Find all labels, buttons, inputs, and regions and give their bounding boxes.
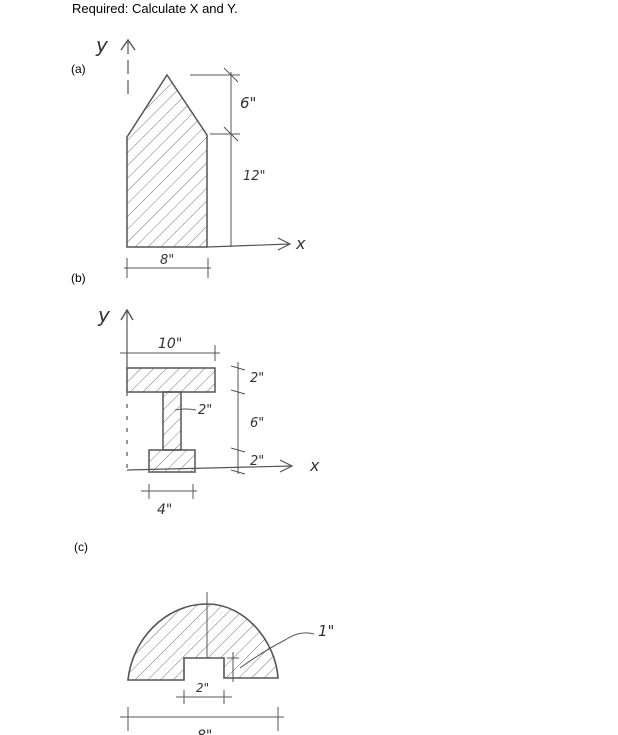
web — [162, 391, 182, 451]
x-axis-arrow-b — [279, 459, 294, 473]
part-b-label: (b) — [71, 271, 86, 285]
dim-6-label-b: 6" — [250, 416, 264, 431]
notch-depth-leader — [239, 632, 315, 669]
dim-bottom-2-label: 2" — [250, 454, 264, 469]
x-axis-a — [206, 243, 291, 248]
dim-6-label: 6" — [240, 94, 256, 112]
x-axis-arrow-a — [277, 237, 292, 251]
half-disc-with-notch — [127, 603, 279, 681]
dim-1-label: 1" — [318, 622, 334, 640]
dim-notch-2-label: 2" — [196, 681, 209, 695]
dim-web-2-label: 2" — [198, 403, 212, 418]
dim-8-label-c: 8" — [197, 728, 212, 735]
y-axis-label-a: y — [95, 33, 109, 57]
required-statement: Required: Calculate X and Y. — [72, 1, 238, 16]
figure-c: 1" 2" 8" — [120, 592, 334, 735]
x-axis-label-b: x — [309, 456, 320, 475]
y-axis-arrow-a — [120, 38, 136, 51]
x-axis-label-a: x — [295, 234, 306, 253]
part-a-label: (a) — [71, 62, 86, 76]
figure-a: y 6" 12" x 8" — [95, 33, 306, 278]
y-axis-label-b: y — [97, 303, 111, 327]
figure-b: y 10" 2" 2" 6" 2" x 4" — [97, 303, 320, 518]
x-axis-b — [126, 465, 293, 471]
part-c-label: (c) — [74, 540, 88, 554]
top-flange — [126, 367, 216, 393]
bottom-flange — [148, 449, 196, 473]
dim-top-2-label: 2" — [250, 371, 264, 386]
dim-12-label: 12" — [243, 169, 266, 184]
pentagon-shape — [126, 73, 208, 248]
dim-8-label-a: 8" — [160, 253, 174, 268]
dim-4-label: 4" — [157, 502, 172, 518]
dim-10-label: 10" — [158, 336, 182, 352]
